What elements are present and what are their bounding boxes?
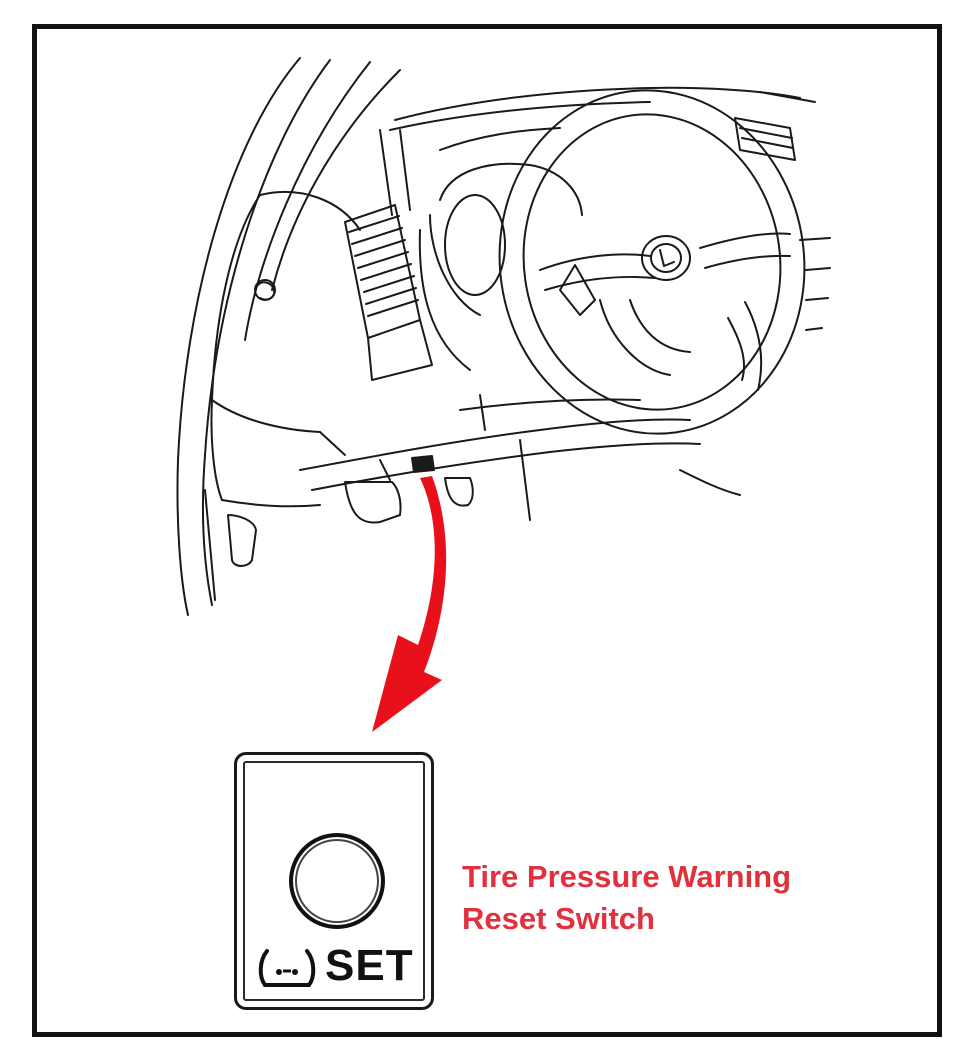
reset-push-button[interactable]: [289, 833, 385, 929]
dashboard-top: [389, 86, 816, 151]
left-side-panel: [204, 190, 361, 601]
left-air-vent: [344, 129, 433, 381]
instrument-cluster: [418, 162, 583, 371]
pointer-arrow: [372, 476, 447, 732]
right-dash-area: [679, 117, 831, 496]
set-label: SET: [325, 941, 414, 990]
caption-line-1: Tire Pressure Warning: [462, 859, 792, 894]
steering-wheel: [498, 89, 806, 435]
a-pillar-lines: [176, 57, 401, 616]
caption-line-2: Reset Switch: [462, 901, 655, 936]
tire-pressure-warning-icon: [258, 949, 316, 987]
tpms-reset-switch[interactable]: SET: [234, 752, 434, 1010]
callout-caption: Tire Pressure Warning Reset Switch: [462, 856, 842, 940]
lower-dash-panel: [299, 394, 701, 524]
